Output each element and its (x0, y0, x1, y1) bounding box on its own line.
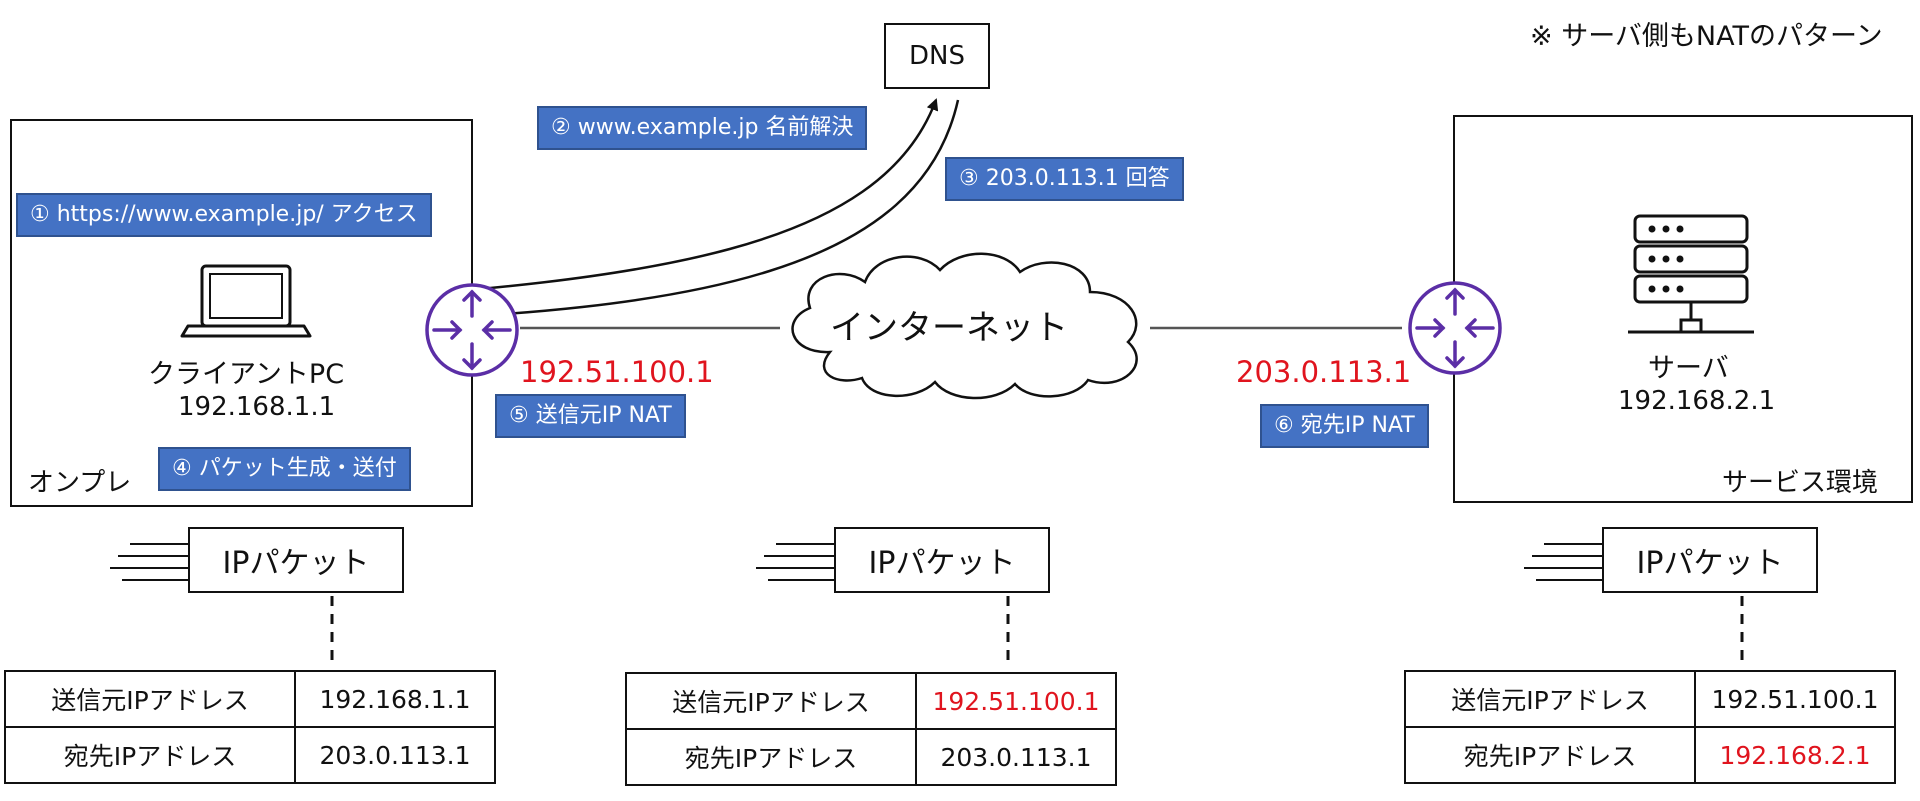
packet2-dst-key: 宛先IPアドレス (625, 728, 917, 786)
client-ip: 192.168.1.1 (178, 392, 336, 422)
step-3-label: ③ 203.0.113.1 回答 (945, 157, 1184, 201)
packet3-motion-lines (1524, 543, 1602, 581)
table-row: 送信元IPアドレス 192.51.100.1 (625, 672, 1117, 730)
internet-label: インターネット (830, 308, 1068, 348)
packet3-src-key: 送信元IPアドレス (1404, 670, 1696, 728)
packet2-src-value: 192.51.100.1 (915, 672, 1117, 730)
step-5-label: ⑤ 送信元IP NAT (495, 394, 686, 438)
step-4-label: ④ パケット生成・送付 (158, 447, 411, 491)
packet3-dst-key: 宛先IPアドレス (1404, 726, 1696, 784)
packet3-header-table: 送信元IPアドレス 192.51.100.1 宛先IPアドレス 192.168.… (1404, 670, 1896, 784)
router-left-icon (425, 283, 519, 377)
table-row: 送信元IPアドレス 192.51.100.1 (1404, 670, 1896, 728)
packet2-motion-lines (756, 543, 834, 581)
packet3-dst-value: 192.168.2.1 (1694, 726, 1896, 784)
step-1-label: ① https://www.example.jp/ アクセス (16, 193, 432, 237)
table-row: 宛先IPアドレス 203.0.113.1 (4, 726, 496, 784)
step-2-label: ② www.example.jp 名前解決 (537, 106, 868, 150)
laptop-icon (180, 264, 312, 338)
packet3-box: IPパケット (1602, 527, 1818, 593)
packet1-src-value: 192.168.1.1 (294, 670, 496, 728)
dns-server-box: DNS (884, 23, 990, 89)
table-row: 宛先IPアドレス 203.0.113.1 (625, 728, 1117, 786)
packet2-box: IPパケット (834, 527, 1050, 593)
server-ip: 192.168.2.1 (1618, 386, 1776, 416)
dns-label: DNS (909, 41, 965, 71)
packet2-src-key: 送信元IPアドレス (625, 672, 917, 730)
service-area-label: サービス環境 (1722, 468, 1879, 498)
router-left-ip: 192.51.100.1 (520, 355, 714, 389)
packet1-dst-key: 宛先IPアドレス (4, 726, 296, 784)
pattern-note: ※ サーバ側もNATのパターン (1530, 21, 1883, 52)
packet1-src-key: 送信元IPアドレス (4, 670, 296, 728)
router-right-ip: 203.0.113.1 (1236, 355, 1412, 389)
step-6-label: ⑥ 宛先IP NAT (1260, 404, 1429, 448)
service-area (1453, 115, 1913, 503)
packet1-dst-value: 203.0.113.1 (294, 726, 496, 784)
packet3-src-value: 192.51.100.1 (1694, 670, 1896, 728)
packet3-label: IPパケット (1636, 546, 1784, 581)
packet1-label: IPパケット (222, 546, 370, 581)
server-rack-icon (1628, 214, 1754, 334)
packet2-header-table: 送信元IPアドレス 192.51.100.1 宛先IPアドレス 203.0.11… (625, 672, 1117, 786)
client-name: クライアントPC (148, 359, 345, 390)
onprem-area-label: オンプレ (28, 468, 132, 498)
packet2-dst-value: 203.0.113.1 (915, 728, 1117, 786)
router-right-icon (1408, 281, 1502, 375)
packet1-header-table: 送信元IPアドレス 192.168.1.1 宛先IPアドレス 203.0.113… (4, 670, 496, 784)
table-row: 送信元IPアドレス 192.168.1.1 (4, 670, 496, 728)
server-name: サーバ (1648, 353, 1729, 384)
packet2-label: IPパケット (868, 546, 1016, 581)
cloud-icon (791, 252, 1138, 400)
table-row: 宛先IPアドレス 192.168.2.1 (1404, 726, 1896, 784)
packet1-box: IPパケット (188, 527, 404, 593)
packet1-motion-lines (110, 543, 188, 581)
